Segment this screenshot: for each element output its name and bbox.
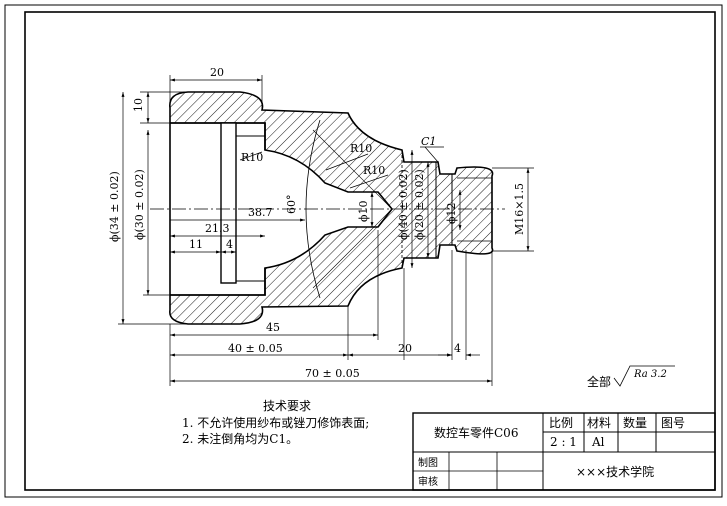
- notes-title: 技术要求: [263, 399, 311, 413]
- header-scale: 比例: [549, 416, 573, 430]
- scale-value: 2 : 1: [550, 435, 577, 449]
- dim-r10-upper: R10: [350, 142, 372, 155]
- inner-border: [24, 11, 716, 491]
- internal-groove: [220, 122, 237, 284]
- dim-top-width: 20: [210, 66, 224, 79]
- dim-r10-left: R10: [241, 151, 263, 164]
- drawn-by-label: 制图: [418, 456, 438, 469]
- dim-dia10: ϕ10: [357, 201, 370, 223]
- dim-21-3: 21.3: [205, 222, 230, 235]
- title-block-text: 数控车零件C06 比例 材料 数量 图号 2 : 1 Al 制图 审核 ×××技…: [418, 415, 685, 488]
- dimension-labels: 20 10 R10 R10 R10 C1 ϕ(34 ± 0.02) ϕ(30 ±…: [108, 66, 526, 380]
- dim-dia12: ϕ12: [445, 203, 458, 225]
- dim-dia40: ϕ(40 ± 0.02): [397, 169, 410, 240]
- dim-dia20: ϕ(20 ± 0.02): [413, 169, 426, 240]
- dim-45: 45: [266, 321, 280, 334]
- dimensions: [118, 75, 534, 386]
- checked-by-label: 审核: [418, 475, 438, 488]
- roughness-value: Ra 3.2: [633, 369, 667, 380]
- dim-angle-60: 60°: [285, 195, 298, 215]
- dim-4-right: 4: [454, 342, 461, 355]
- dim-dia34: ϕ(34 ± 0.02): [108, 171, 121, 242]
- notes-item-1: 1. 不允许使用纱布或锉刀修饰表面;: [182, 415, 369, 430]
- roughness-symbol: 全部 Ra 3.2: [587, 365, 675, 389]
- dim-20: 20: [398, 342, 412, 355]
- dim-38-7: 38.7: [248, 206, 273, 219]
- dim-70: 70 ± 0.05: [305, 367, 360, 380]
- angle-arc: [305, 119, 321, 299]
- dim-c1: C1: [421, 135, 436, 148]
- part-name: 数控车零件C06: [434, 425, 518, 440]
- dim-thread: M16×1.5: [513, 183, 526, 235]
- roughness-check-icon: [613, 365, 675, 387]
- roughness-prefix: 全部: [587, 374, 611, 389]
- notes-item-2: 2. 未注倒角均为C1。: [182, 431, 298, 446]
- outer-border: [4, 4, 723, 498]
- header-drawing-no: 图号: [661, 416, 685, 430]
- header-material: 材料: [587, 416, 611, 430]
- dim-10: 10: [132, 98, 145, 112]
- dim-dia30: ϕ(30 ± 0.02): [133, 169, 146, 240]
- dim-4-left: 4: [226, 238, 233, 251]
- dim-r10-lower: R10: [363, 164, 385, 177]
- school-name: ×××技术学院: [576, 464, 654, 479]
- dim-11: 11: [189, 238, 203, 251]
- technical-notes: 技术要求 1. 不允许使用纱布或锉刀修饰表面; 2. 未注倒角均为C1。: [182, 399, 369, 446]
- header-quantity: 数量: [623, 415, 647, 430]
- material-value: Al: [591, 435, 605, 449]
- dim-40: 40 ± 0.05: [228, 342, 283, 355]
- title-block: [412, 412, 716, 491]
